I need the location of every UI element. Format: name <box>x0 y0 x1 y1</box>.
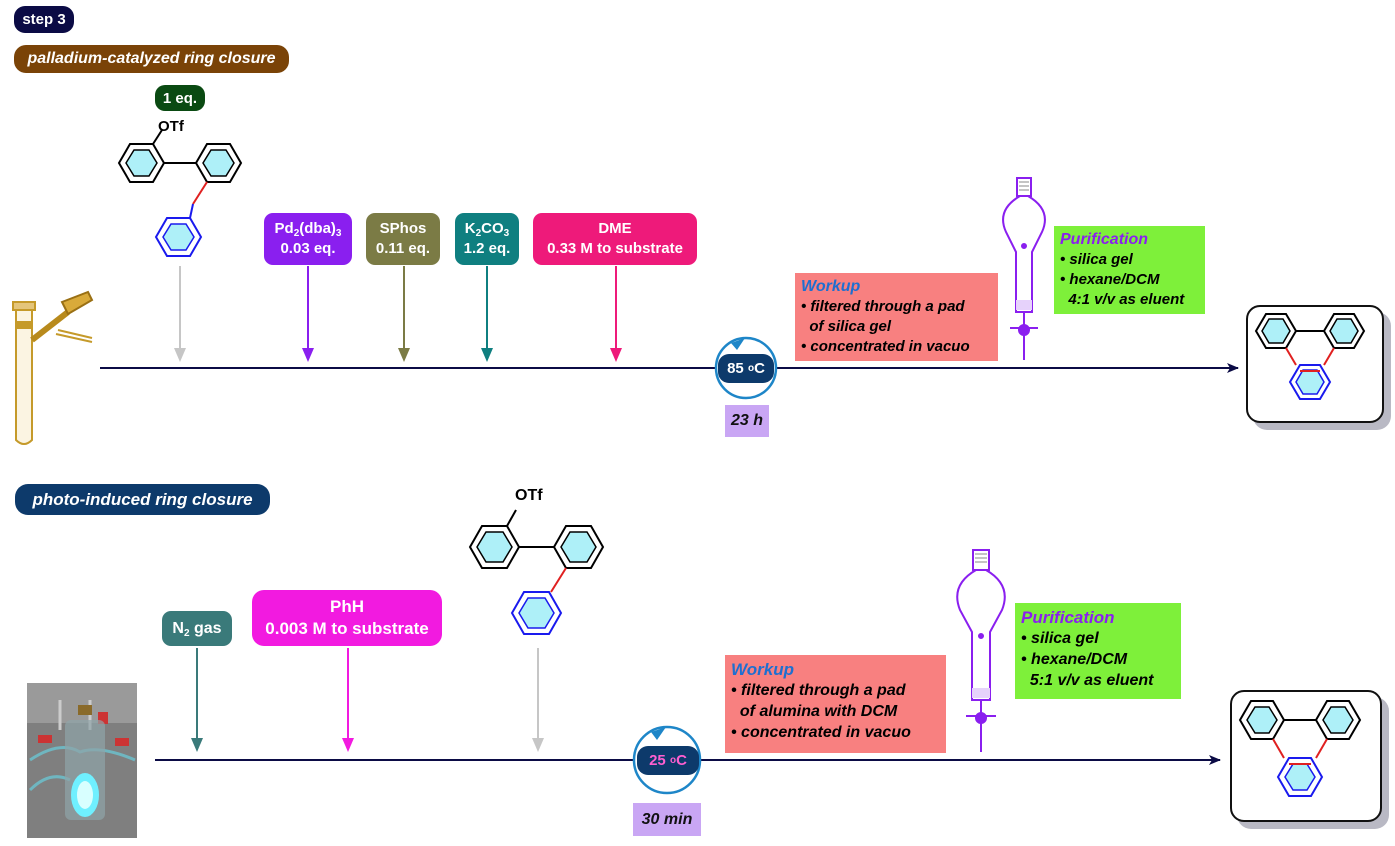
top-temp-unit: C <box>754 360 765 377</box>
dme-box: DME 0.33 M to substrate <box>533 213 697 265</box>
sphos-amount: 0.11 eq. <box>375 240 431 257</box>
top-workup-line-3: • concentrated in vacuo <box>801 338 970 355</box>
n2-sub: 2 <box>183 627 190 639</box>
n2-gas-box: N2 gas <box>162 611 232 646</box>
top-product-molecule <box>1254 313 1366 400</box>
bottom-purification-line-2: • hexane/DCM <box>1021 651 1128 668</box>
top-purification-box: Purification • silica gel • hexane/DCM 4… <box>1054 226 1205 314</box>
bottom-separatory-funnel-icon <box>956 549 1006 752</box>
schlenk-tube-icon <box>12 290 94 445</box>
dme-amount: 0.33 M to substrate <box>547 240 683 257</box>
top-purification-title: Purification <box>1060 231 1149 248</box>
k2co3-box: K2CO3 1.2 eq. <box>455 213 519 265</box>
bottom-purification-line-3: 5:1 v/v as eluent <box>1021 672 1154 689</box>
bottom-workup-line-1: • filtered through a pad <box>731 682 906 699</box>
bottom-purification-title: Purification <box>1021 608 1115 627</box>
bottom-workup-box: Workup • filtered through a pad of alumi… <box>725 655 946 753</box>
pd-amount: 0.03 eq. <box>280 240 336 257</box>
bottom-temp-value: 25 <box>649 752 670 769</box>
dme-name: DME <box>598 220 632 237</box>
k2co3-amount: 1.2 eq. <box>463 240 511 257</box>
bottom-purification-box: Purification • silica gel • hexane/DCM 5… <box>1015 603 1181 699</box>
k2co3-name-pre: K <box>464 220 476 237</box>
pd-sub1: 2 <box>293 228 300 239</box>
equiv-badge: 1 eq. <box>155 85 205 111</box>
bottom-time: 30 min <box>633 803 701 836</box>
top-otf-label: OTf <box>158 118 184 135</box>
top-route-title: palladium-catalyzed ring closure <box>14 45 289 73</box>
bottom-product-molecule <box>1238 700 1362 797</box>
top-workup-box: Workup • filtered through a pad of silic… <box>795 273 998 361</box>
phh-amount: 0.003 M to substrate <box>265 619 429 638</box>
sphos-name: SPhos <box>379 220 427 237</box>
pd-name-mid: (dba) <box>299 220 336 237</box>
top-substrate-molecule <box>117 129 243 257</box>
phh-box: PhH 0.003 M to substrate <box>252 590 442 646</box>
bottom-workup-line-2: of alumina with DCM <box>731 703 898 720</box>
pd-catalyst-box: Pd2(dba)3 0.03 eq. <box>264 213 352 265</box>
top-separatory-funnel-icon <box>1002 177 1046 360</box>
bottom-workup-title: Workup <box>731 660 794 679</box>
bottom-purification-line-1: • silica gel <box>1021 630 1099 647</box>
top-temp-value: 85 <box>727 360 748 377</box>
top-workup-title: Workup <box>801 278 861 295</box>
sphos-box: SPhos 0.11 eq. <box>366 213 440 265</box>
k2co3-sub2: 3 <box>503 228 510 239</box>
top-product-box <box>1246 305 1384 423</box>
k2co3-sub1: 2 <box>475 228 482 239</box>
bottom-otf-label: OTf <box>515 487 543 504</box>
phh-name: PhH <box>330 597 364 616</box>
bottom-product-box <box>1230 690 1382 822</box>
top-purification-line-1: • silica gel <box>1060 251 1133 268</box>
photoreactor-photo <box>27 683 137 838</box>
top-workup-line-2: of silica gel <box>801 318 892 335</box>
bottom-addition-arrows <box>191 648 544 752</box>
n2-name-post: gas <box>189 619 222 637</box>
pd-sub2: 3 <box>335 228 342 239</box>
bottom-substrate-molecule <box>468 509 605 635</box>
top-purification-line-2: • hexane/DCM <box>1060 271 1160 288</box>
pd-name-pre: Pd <box>274 220 294 237</box>
bottom-route-title: photo-induced ring closure <box>15 484 270 515</box>
step-badge: step 3 <box>14 6 74 33</box>
bottom-temp-unit: C <box>676 752 687 769</box>
bottom-workup-line-3: • concentrated in vacuo <box>731 724 911 741</box>
top-purification-line-3: 4:1 v/v as eluent <box>1060 291 1185 308</box>
top-addition-arrows <box>174 266 622 362</box>
n2-name-pre: N <box>172 619 184 637</box>
top-time: 23 h <box>725 405 769 437</box>
k2co3-name-mid: CO <box>481 220 504 237</box>
top-workup-line-1: • filtered through a pad <box>801 298 965 315</box>
